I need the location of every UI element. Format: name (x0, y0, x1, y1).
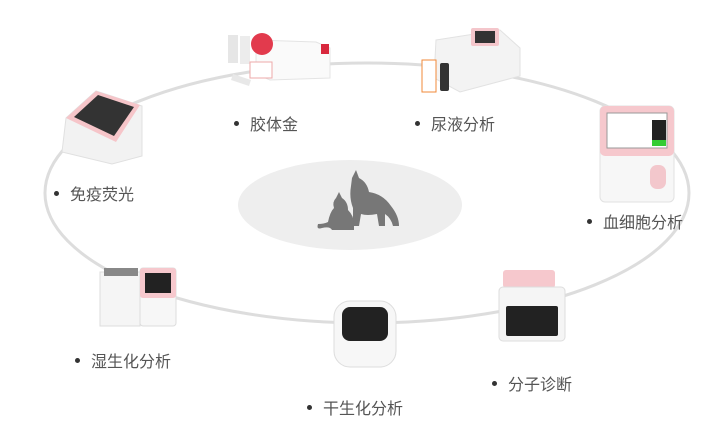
bullet-icon (54, 190, 59, 196)
bullet-icon (587, 218, 592, 224)
center-oval (238, 160, 462, 250)
cat-dog-icon (317, 170, 399, 230)
label-text: 血细胞分析 (603, 213, 684, 232)
label-wet-biochemistry: 湿生化分析 (75, 348, 171, 372)
dry-biochemistry-analyzer-image (333, 300, 397, 368)
urine-analyzer-image (421, 28, 521, 93)
molecular-diagnostic-device-image (498, 270, 566, 342)
wet-biochemistry-analyzer-image (99, 267, 177, 327)
bullet-icon (415, 120, 420, 126)
label-text: 胶体金 (250, 115, 299, 134)
label-hematology: 血细胞分析 (587, 209, 683, 233)
bullet-icon (307, 404, 312, 410)
bullet-icon (492, 380, 497, 386)
bullet-icon (234, 120, 239, 126)
label-molecular-diagnostics: 分子诊断 (492, 371, 572, 395)
colloidal-gold-product-image (228, 33, 331, 86)
label-text: 分子诊断 (508, 375, 573, 394)
bullet-icon (75, 357, 80, 363)
immunofluorescence-analyzer-image (61, 90, 143, 165)
hematology-analyzer-image (599, 105, 675, 203)
label-text: 尿液分析 (431, 115, 496, 134)
label-urine-analysis: 尿液分析 (415, 111, 495, 135)
label-immunofluorescence: 免疫荧光 (54, 181, 134, 205)
label-colloidal-gold: 胶体金 (234, 111, 298, 135)
label-text: 湿生化分析 (91, 352, 172, 371)
label-text: 干生化分析 (323, 399, 404, 418)
label-text: 免疫荧光 (70, 185, 135, 204)
label-dry-biochemistry: 干生化分析 (307, 395, 403, 419)
